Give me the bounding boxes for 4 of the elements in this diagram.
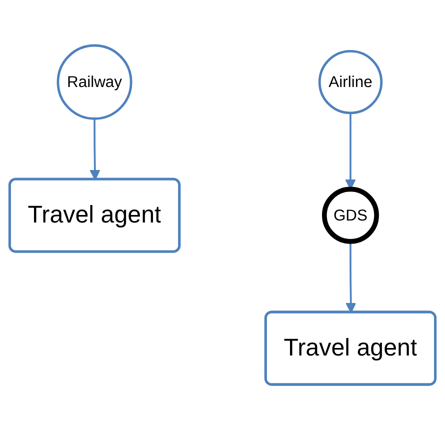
node-circle: Railway bbox=[56, 44, 132, 120]
node-circle: Airline bbox=[318, 50, 383, 114]
node-circle: GDS bbox=[322, 186, 379, 244]
arrow bbox=[90, 118, 100, 180]
